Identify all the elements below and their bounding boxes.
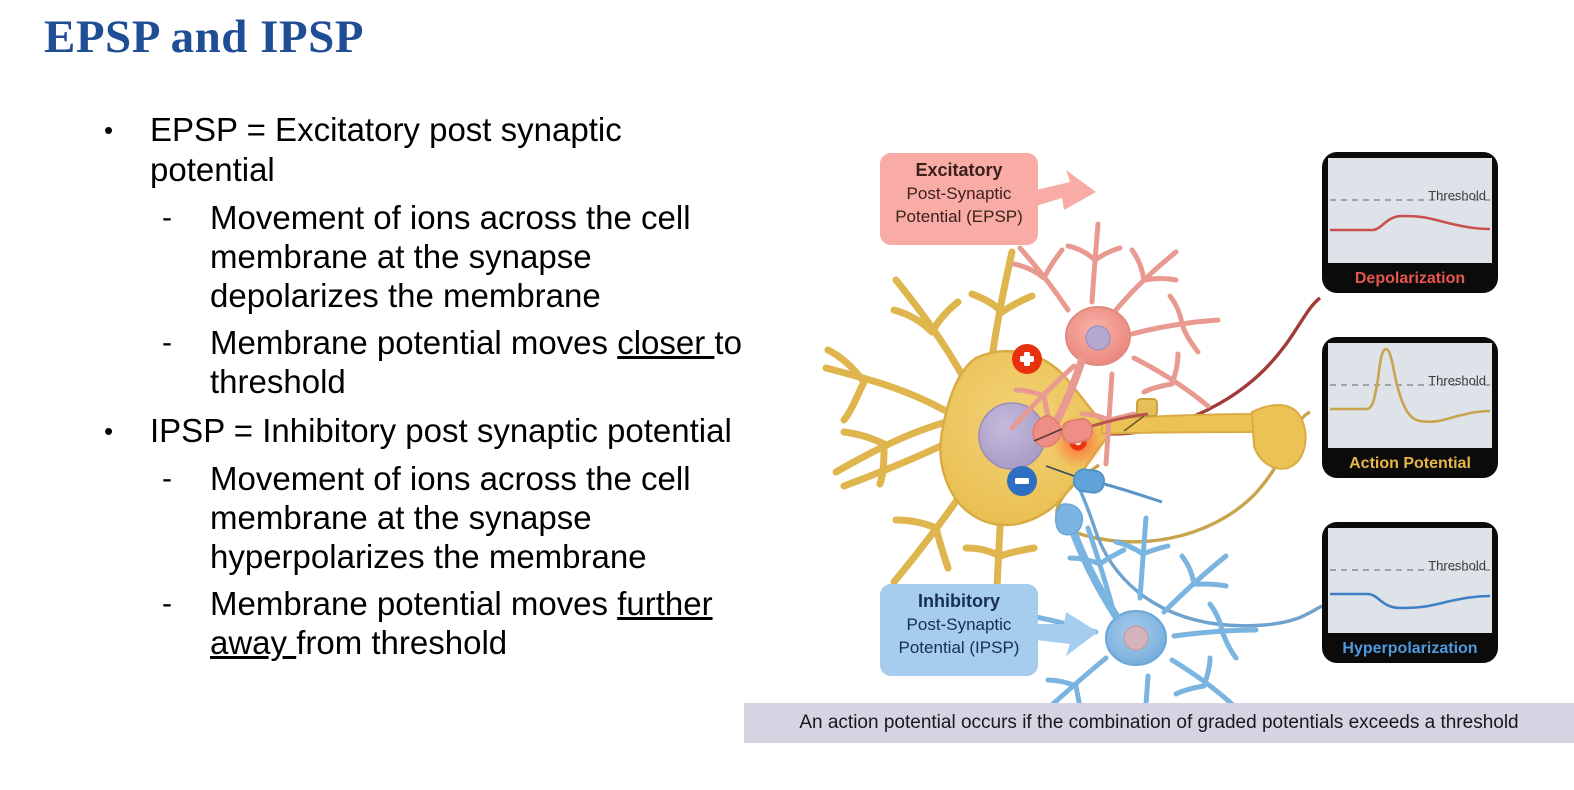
list-item-text-rest: to threshold xyxy=(210,324,742,400)
callout-excitatory-header: Excitatory xyxy=(915,160,1003,180)
callout-excitatory-line3: Potential (EPSP) xyxy=(895,207,1023,226)
list-item-text-lead: Membrane potential moves xyxy=(210,324,618,361)
bullet-list: • EPSP = Excitatory post synaptic potent… xyxy=(92,110,742,662)
axon-node-lead xyxy=(1123,415,1145,432)
list-item-epsp: • EPSP = Excitatory post synaptic potent… xyxy=(92,110,742,190)
dash-marker: - xyxy=(162,326,172,359)
list-item-text-underlined: further away xyxy=(210,585,713,661)
chart-svg-hyperpolarization xyxy=(1330,569,1491,610)
neuron-diagram-svg xyxy=(822,170,1323,705)
figure-caption-bar: An action potential occurs if the combin… xyxy=(744,703,1574,743)
trace-depolarization xyxy=(1330,214,1491,232)
chart-svg-depolarization xyxy=(1330,199,1491,232)
page-title: EPSP and IPSP xyxy=(44,11,364,63)
callout-inhibitory-header: Inhibitory xyxy=(918,591,1000,611)
chart-svg-action-potential xyxy=(1330,347,1491,424)
trace-hyperpolarization xyxy=(1330,592,1491,610)
dash-marker: - xyxy=(162,587,172,620)
plus-badge xyxy=(1012,344,1042,374)
callout-inhibitory-line3: Potential (IPSP) xyxy=(898,638,1020,657)
chart-panel-depolarization: Threshold Depolarization xyxy=(1322,152,1498,293)
list-item-text-rest: from threshold xyxy=(296,624,508,661)
inhibitory-synapse-bouton xyxy=(1073,468,1105,494)
list-item-text: Movement of ions across the cell membran… xyxy=(210,199,691,314)
list-item-epsp-detail-2: - Membrane potential moves closer to thr… xyxy=(92,323,742,401)
inhibitory-terminal xyxy=(1054,503,1084,536)
list-item-text: IPSP = Inhibitory post synaptic potentia… xyxy=(150,412,732,449)
list-item-ipsp: • IPSP = Inhibitory post synaptic potent… xyxy=(92,411,742,451)
chart-footer-label: Depolarization xyxy=(1354,270,1466,287)
list-item-text: EPSP = Excitatory post synaptic potentia… xyxy=(150,111,622,188)
callout-excitatory-line2: Post-Synaptic xyxy=(906,184,1012,203)
dash-marker: - xyxy=(162,201,172,234)
axon-terminal xyxy=(1250,404,1307,470)
callout-inhibitory-line2: Post-Synaptic xyxy=(906,615,1012,634)
axon-node xyxy=(1136,398,1158,417)
dash-marker: - xyxy=(162,462,172,495)
excitatory-neuron xyxy=(1009,221,1221,467)
chart-plot-hyperpolarization: Threshold xyxy=(1328,528,1492,633)
excitatory-nucleus xyxy=(1085,325,1111,351)
list-item-text-lead: Membrane potential moves xyxy=(210,585,618,622)
inhibitory-nucleus xyxy=(1123,625,1149,651)
excitatory-synapse-tail xyxy=(1091,412,1149,428)
chart-footer-label: Action Potential xyxy=(1349,455,1471,472)
excitatory-synapse-lead xyxy=(1033,428,1063,442)
figure-caption-text: An action potential occurs if the combin… xyxy=(799,712,1519,733)
trace-action-potential xyxy=(1330,347,1491,424)
list-item-ipsp-detail-2: - Membrane potential moves further away … xyxy=(92,584,742,662)
list-item-epsp-detail-1: - Movement of ions across the cell membr… xyxy=(92,198,742,315)
chart-plot-action-potential: Threshold xyxy=(1328,343,1492,448)
threshold-label: Threshold xyxy=(1428,558,1486,573)
bullet-marker: • xyxy=(104,115,114,145)
list-item-text: Movement of ions across the cell membran… xyxy=(210,460,691,575)
minus-badge xyxy=(1007,466,1037,496)
threshold-label: Threshold xyxy=(1428,373,1486,388)
list-item-ipsp-detail-1: - Movement of ions across the cell membr… xyxy=(92,459,742,576)
inhibitory-callout-arrow xyxy=(1036,612,1098,656)
threshold-label: Threshold xyxy=(1428,188,1486,203)
neuron-diagram: Excitatory Post-Synaptic Potential (EPSP… xyxy=(744,120,1574,705)
callout-inhibitory: Inhibitory Post-Synaptic Potential (IPSP… xyxy=(880,584,1038,676)
inhibitory-synapse-tail xyxy=(1103,482,1163,504)
inhibitory-synapse-lead xyxy=(1045,465,1075,477)
excitatory-callout-arrow xyxy=(1036,170,1096,210)
chart-panel-action-potential: Threshold Action Potential xyxy=(1322,337,1498,478)
excitatory-synapse-bouton xyxy=(1061,418,1093,444)
bullet-marker: • xyxy=(104,416,114,446)
chart-footer-label: Hyperpolarization xyxy=(1342,640,1478,657)
list-item-text-underlined: closer xyxy=(617,324,715,361)
chart-panel-hyperpolarization: Threshold Hyperpolarization xyxy=(1322,522,1498,663)
chart-plot-depolarization: Threshold xyxy=(1328,158,1492,263)
callout-excitatory: Excitatory Post-Synaptic Potential (EPSP… xyxy=(880,153,1038,245)
